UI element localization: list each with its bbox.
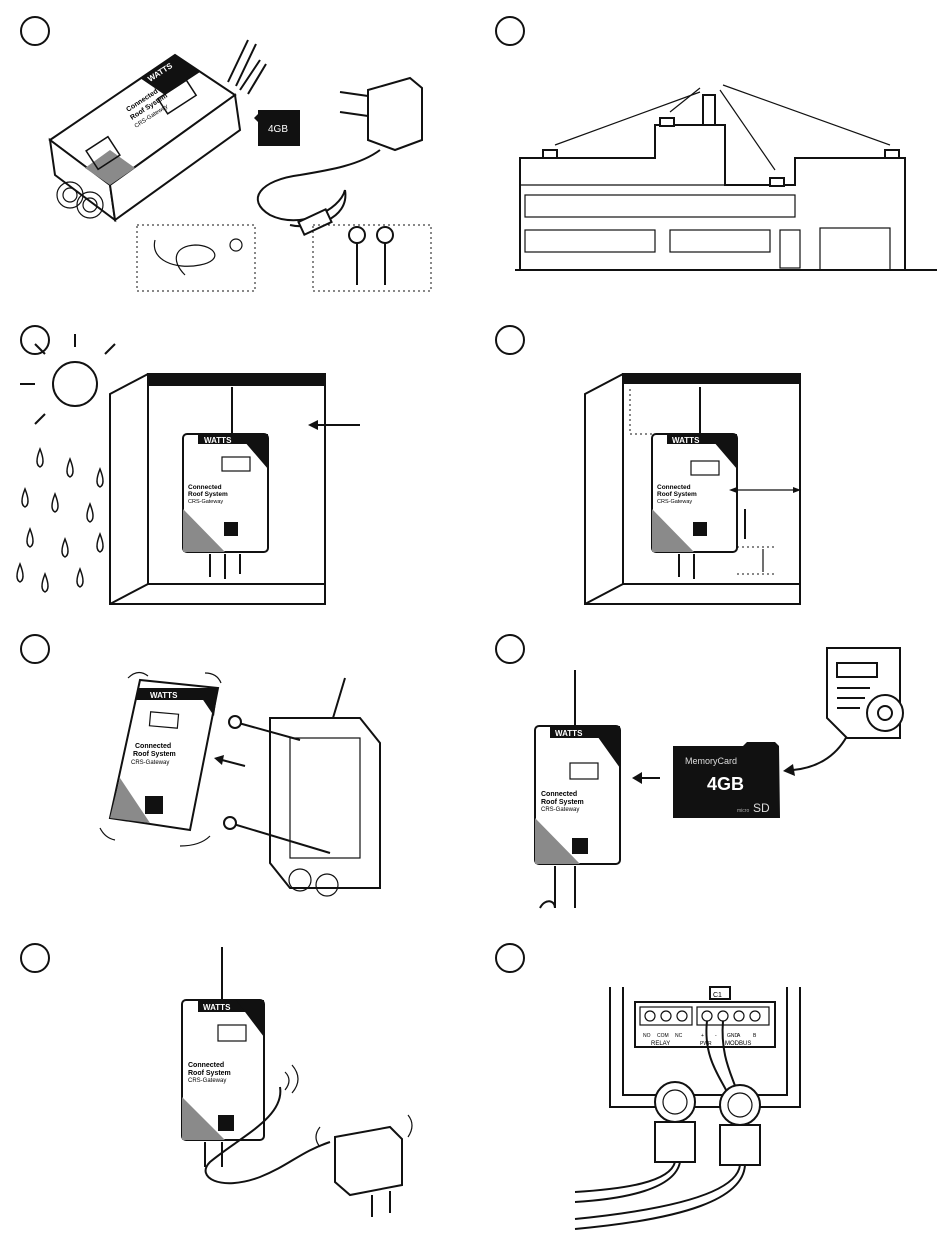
micro-sd-card <box>254 110 300 146</box>
step-marker-7 <box>20 943 50 973</box>
vibration-marks <box>284 1064 299 1094</box>
gateway-name-line2: Roof System <box>541 799 584 806</box>
panel-building-placement <box>475 0 950 309</box>
panel-clearance: WATTS Connected Roof System CRS-Gateway <box>475 309 950 618</box>
gateway-brand-text: WATTS <box>672 436 700 445</box>
panel-wiring: C1 NO COM NC RELAY + - PWR GND A B MODBU… <box>475 927 950 1236</box>
panel-weather-protection: WATTS Connected Roof System CRS-Gateway <box>0 309 475 618</box>
mount-arrow <box>221 759 246 767</box>
step-marker-6 <box>495 634 525 664</box>
step-marker-5 <box>20 634 50 664</box>
signal-lines <box>554 84 891 171</box>
cables <box>574 1161 746 1230</box>
gateway-name-line1: Connected <box>188 1062 224 1069</box>
gateway-brand-text: WATTS <box>203 1003 231 1012</box>
building-illustration <box>515 84 937 271</box>
sd-format-text: SD <box>753 801 770 815</box>
gateway-name-line2: Roof System <box>657 491 697 498</box>
building-outline <box>519 124 906 270</box>
step-marker-2 <box>495 16 525 46</box>
sd-brand-text: MemoryCard <box>685 756 737 766</box>
relay-pin-1: COM <box>657 1033 669 1039</box>
power-adapter <box>315 1114 413 1217</box>
gateway-name-line1: Connected <box>188 484 222 491</box>
gnd-label: GND <box>727 1033 739 1039</box>
relay-pin-0: NO <box>643 1033 651 1039</box>
wiring-illustration: C1 NO COM NC RELAY + - PWR GND A B MODBU… <box>574 986 801 1230</box>
sd-capacity-text: 4GB <box>268 124 288 135</box>
modbus-pin-0: A <box>737 1033 741 1039</box>
pwr-label: PWR <box>700 1041 712 1047</box>
relay-pin-2: NC <box>675 1033 683 1039</box>
mounting-screws <box>223 715 331 854</box>
clearance-illustration: WATTS Connected Roof System CRS-Gateway <box>584 373 801 605</box>
sensor-cable <box>153 239 216 276</box>
pwr-pin-0: + <box>701 1033 704 1039</box>
power-connection-illustration: WATTS Connected Roof System CRS-Gateway <box>181 947 413 1217</box>
gateway-model-text: CRS-Gateway <box>657 499 692 505</box>
relay-label: RELAY <box>651 1041 670 1047</box>
modbus-pin-1: B <box>753 1033 757 1039</box>
step-marker-8 <box>495 943 525 973</box>
top-label: C1 <box>713 992 722 999</box>
config-arrow <box>792 735 848 771</box>
rain-drops <box>16 446 104 593</box>
gateway-name-line2: Roof System <box>133 751 176 758</box>
gateway-name-line2: Roof System <box>188 491 228 498</box>
gateway-brand-text: WATTS <box>555 729 583 738</box>
step-marker-3 <box>20 325 50 355</box>
roof-sensors <box>542 94 900 187</box>
sd-capacity-text: 4GB <box>707 774 744 794</box>
sensor-cable-box <box>136 224 256 292</box>
gateway-device <box>651 387 738 579</box>
gateway-device <box>48 39 267 223</box>
sun-icon <box>20 334 116 425</box>
step-marker-1 <box>20 16 50 46</box>
gateway-name-line1: Connected <box>657 484 691 491</box>
gateway-device <box>534 670 621 909</box>
gateway-model-text: CRS-Gateway <box>188 1078 226 1084</box>
gateway-name-line1: Connected <box>541 791 577 798</box>
gateway-device <box>181 947 265 1167</box>
terminal-blocks <box>639 1006 770 1026</box>
gateway-model-text: CRS-Gateway <box>188 499 223 505</box>
power-adapter <box>256 76 423 237</box>
screws-box <box>312 224 432 292</box>
config-file-icon <box>826 647 904 739</box>
screws <box>348 226 394 285</box>
enclosure-weather-illustration: WATTS Connected Roof System CRS-Gateway <box>16 334 360 605</box>
wall-base <box>269 677 381 897</box>
building-windows <box>524 194 891 271</box>
mounting-illustration: WATTS Connected Roof System CRS-Gateway <box>99 671 381 897</box>
gateway-device <box>182 387 269 579</box>
gateway-brand-text: WATTS <box>150 691 178 700</box>
gateway-brand-text: WATTS <box>204 436 232 445</box>
step-marker-4 <box>495 325 525 355</box>
package-contents-illustration: WATTS Connected Roof System CRS-Gateway … <box>48 39 432 292</box>
panel-mounting: WATTS Connected Roof System CRS-Gateway <box>0 618 475 927</box>
power-cable <box>204 1086 331 1185</box>
insert-sd-illustration: WATTS Connected Roof System CRS-Gateway … <box>534 647 904 909</box>
clearance-markers <box>629 389 801 575</box>
cable-glands <box>654 1081 761 1166</box>
gateway-model-text: CRS-Gateway <box>541 807 579 813</box>
modbus-label: MODBUS <box>725 1041 751 1047</box>
panel-power: WATTS Connected Roof System CRS-Gateway <box>0 927 475 1236</box>
protective-enclosure <box>109 373 326 605</box>
protective-enclosure <box>584 373 801 605</box>
gateway-model-text: CRS-Gateway <box>131 760 169 766</box>
pwr-pin-1: - <box>715 1033 717 1039</box>
sd-format-prefix-text: micro <box>737 808 749 814</box>
terminal-housing <box>609 986 801 1108</box>
gateway-name-line1: Connected <box>135 743 171 750</box>
panel-insert-sd: WATTS Connected Roof System CRS-Gateway … <box>475 618 950 927</box>
panel-package-contents: WATTS Connected Roof System CRS-Gateway … <box>0 0 475 309</box>
sd-card <box>673 742 780 818</box>
gateway-name-line2: Roof System <box>188 1070 231 1077</box>
gateway-cover <box>99 671 222 847</box>
